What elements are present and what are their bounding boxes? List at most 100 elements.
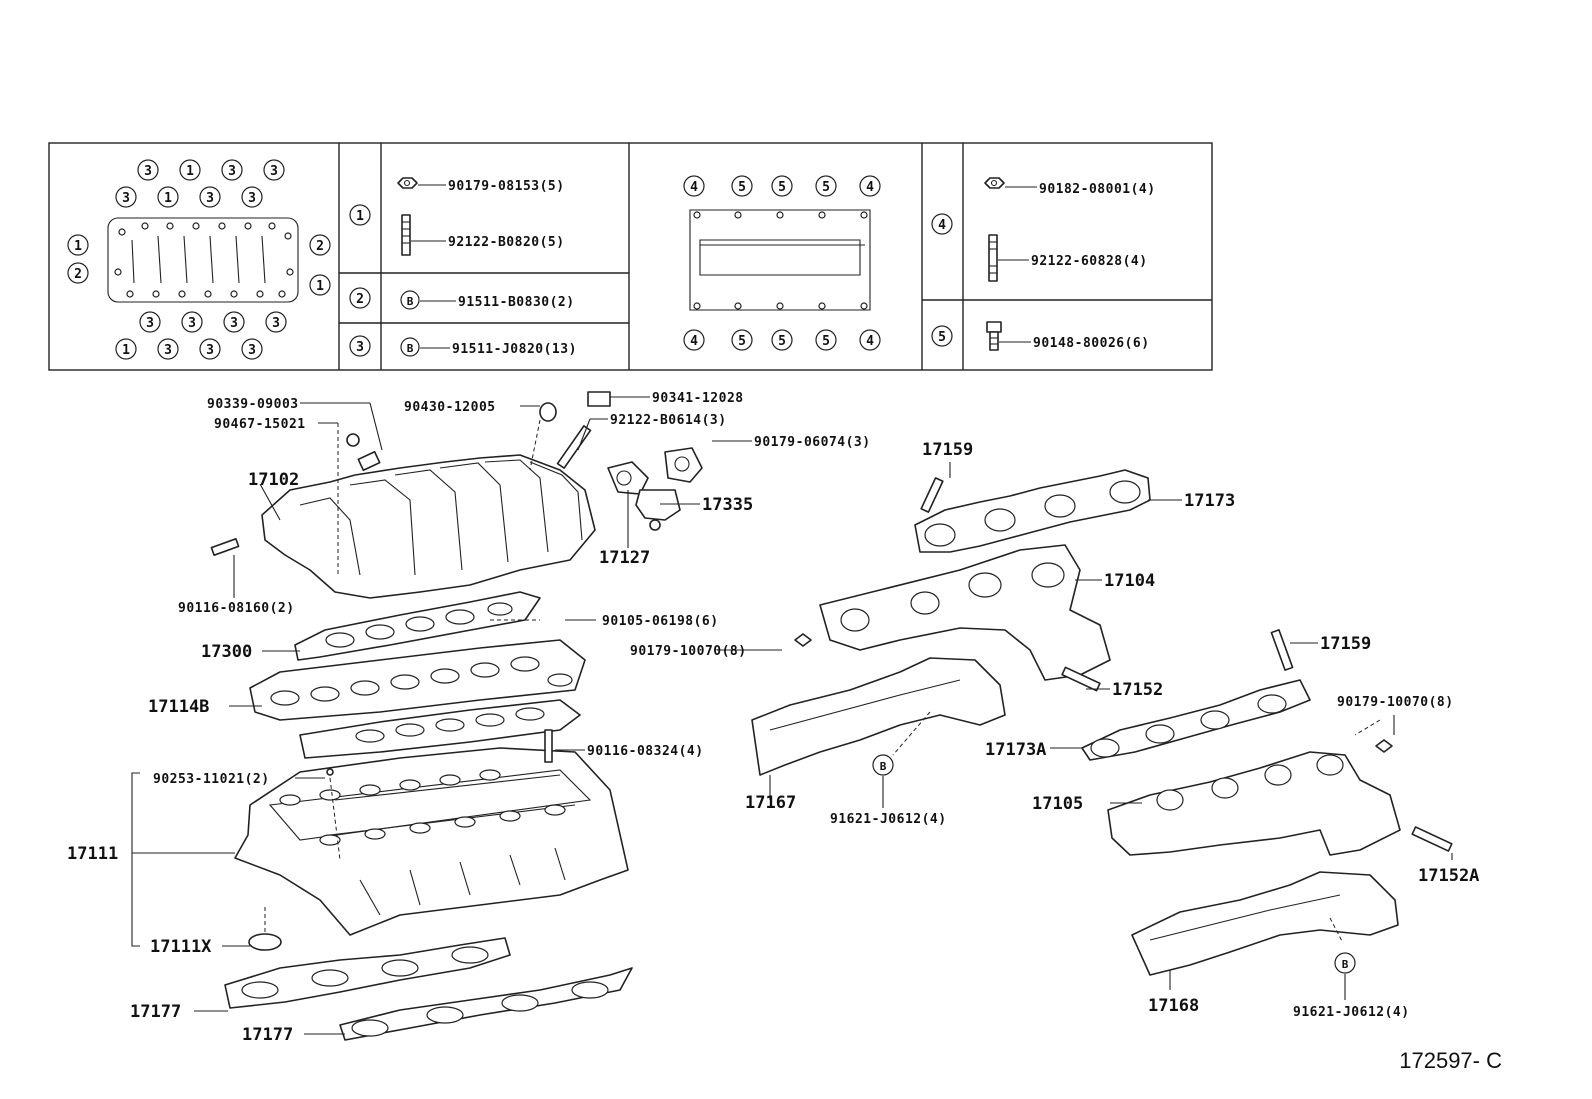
label-92122-B0614: 92122-B0614(3) [610, 413, 727, 428]
label-90339-09003: 90339-09003 [207, 397, 299, 412]
stud-icon [401, 214, 411, 256]
layout-circle-1: 1 [157, 186, 179, 208]
svg-text:5: 5 [778, 334, 786, 349]
label-17177-a: 17177 [130, 1002, 181, 1022]
layout-circle-1: 1 [179, 159, 201, 181]
svg-text:1: 1 [186, 164, 194, 179]
port-lines [131, 235, 266, 284]
layout-circle-3: 3 [157, 338, 179, 360]
svg-text:B: B [407, 342, 414, 355]
exhaust-manifold-17104 [794, 477, 1111, 681]
layout-circle-5: 5 [731, 329, 753, 351]
part-number-90179-08153: 90179-08153(5) [448, 179, 565, 194]
nut-icon [984, 177, 1005, 189]
layout-circle-4: 4 [683, 329, 705, 351]
row-marker-2: 2 [349, 287, 371, 309]
svg-text:1: 1 [164, 191, 172, 206]
label-17111x: 17111X [150, 937, 212, 957]
row-marker-4: 4 [931, 213, 953, 235]
layout-circle-3: 3 [223, 311, 245, 333]
exhaust-gasket-17177-a [224, 937, 511, 1009]
label-17152: 17152 [1112, 680, 1163, 700]
legend-center-layout [689, 209, 871, 311]
label-17173: 17173 [1184, 491, 1235, 511]
layout-circle-5: 5 [771, 175, 793, 197]
label-90179-06074: 90179-06074(3) [754, 435, 871, 450]
layout-circle-1: 1 [115, 338, 137, 360]
label-90116-08324: 90116-08324(4) [587, 744, 704, 759]
bolt-b-icon: B [400, 290, 420, 310]
layout-circle-3: 3 [265, 311, 287, 333]
part-number-91511-J0820: 91511-J0820(13) [452, 342, 577, 357]
layout-circle-3: 3 [181, 311, 203, 333]
bolt-icon [986, 321, 1002, 351]
svg-text:3: 3 [122, 191, 130, 206]
exhaust-gasket-17173 [914, 469, 1151, 553]
layout-circle-3: 3 [199, 338, 221, 360]
svg-text:2: 2 [316, 239, 324, 254]
svg-text:3: 3 [206, 343, 214, 358]
label-17111: 17111 [67, 844, 118, 864]
exhaust-manifold-17105 [1107, 739, 1401, 856]
label-17102: 17102 [248, 470, 299, 490]
svg-text:4: 4 [866, 334, 874, 349]
layout-circle-5: 5 [815, 329, 837, 351]
legend-left-layout [107, 217, 299, 303]
svg-text:4: 4 [938, 218, 946, 233]
row-marker-5: 5 [931, 325, 953, 347]
stud-17152 [1061, 666, 1101, 692]
label-17114b: 17114B [148, 697, 209, 717]
layout-circle-1: 1 [309, 274, 331, 296]
heat-insulator-17168 [1131, 871, 1399, 976]
part-number-92122-60828: 92122-60828(4) [1031, 254, 1148, 269]
label-90105-06198: 90105-06198(6) [602, 614, 719, 629]
label-91621-J0612-b: 91621-J0612(4) [1293, 1005, 1410, 1020]
layout-circle-5: 5 [731, 175, 753, 197]
layout-circle-3: 3 [115, 186, 137, 208]
svg-text:1: 1 [356, 209, 364, 224]
label-17159-a: 17159 [922, 440, 973, 460]
label-90467-15021: 90467-15021 [214, 417, 306, 432]
layout-circle-3: 3 [137, 159, 159, 181]
stud-icon [988, 234, 998, 282]
intake-manifold-lower-17111 [234, 729, 629, 936]
exhaust-gasket-17173a [1081, 629, 1311, 761]
svg-text:3: 3 [206, 191, 214, 206]
bolt-hole-dots [114, 222, 294, 298]
label-17152a: 17152A [1418, 866, 1479, 886]
callout-labels: 90339-09003 90467-15021 90430-12005 9034… [67, 391, 1479, 1045]
label-91621-J0612-a: 91621-J0612(4) [830, 812, 947, 827]
svg-text:B: B [1342, 958, 1349, 971]
nut-icon [397, 177, 418, 189]
label-90179-10070-b: 90179-10070(8) [1337, 695, 1454, 710]
label-17173a: 17173A [985, 740, 1046, 760]
svg-text:3: 3 [272, 316, 280, 331]
svg-text:1: 1 [316, 279, 324, 294]
svg-text:2: 2 [74, 267, 82, 282]
label-17300: 17300 [201, 642, 252, 662]
svg-text:1: 1 [74, 239, 82, 254]
label-90179-10070-a: 90179-10070(8) [630, 644, 747, 659]
label-90430-12005: 90430-12005 [404, 400, 496, 415]
svg-text:5: 5 [738, 180, 746, 195]
svg-text:3: 3 [230, 316, 238, 331]
label-17127: 17127 [599, 548, 650, 568]
layout-circle-3: 3 [221, 159, 243, 181]
layout-circle-1: 1 [67, 234, 89, 256]
svg-text:3: 3 [356, 340, 364, 355]
layout-circle-4: 4 [859, 329, 881, 351]
svg-text:B: B [407, 295, 414, 308]
part-number-91511-B0830: 91511-B0830(2) [458, 295, 575, 310]
label-90341-12028: 90341-12028 [652, 391, 744, 406]
svg-text:B: B [880, 760, 887, 773]
stud-17152a [1411, 826, 1453, 852]
bolt-b-icon: B [400, 337, 420, 357]
layout-circle-3: 3 [139, 311, 161, 333]
layout-circle-3: 3 [263, 159, 285, 181]
label-17177-b: 17177 [242, 1025, 293, 1045]
part-number-90182-08001: 90182-08001(4) [1039, 182, 1156, 197]
svg-text:3: 3 [164, 343, 172, 358]
bubble-b-91621-a: B [872, 754, 894, 776]
